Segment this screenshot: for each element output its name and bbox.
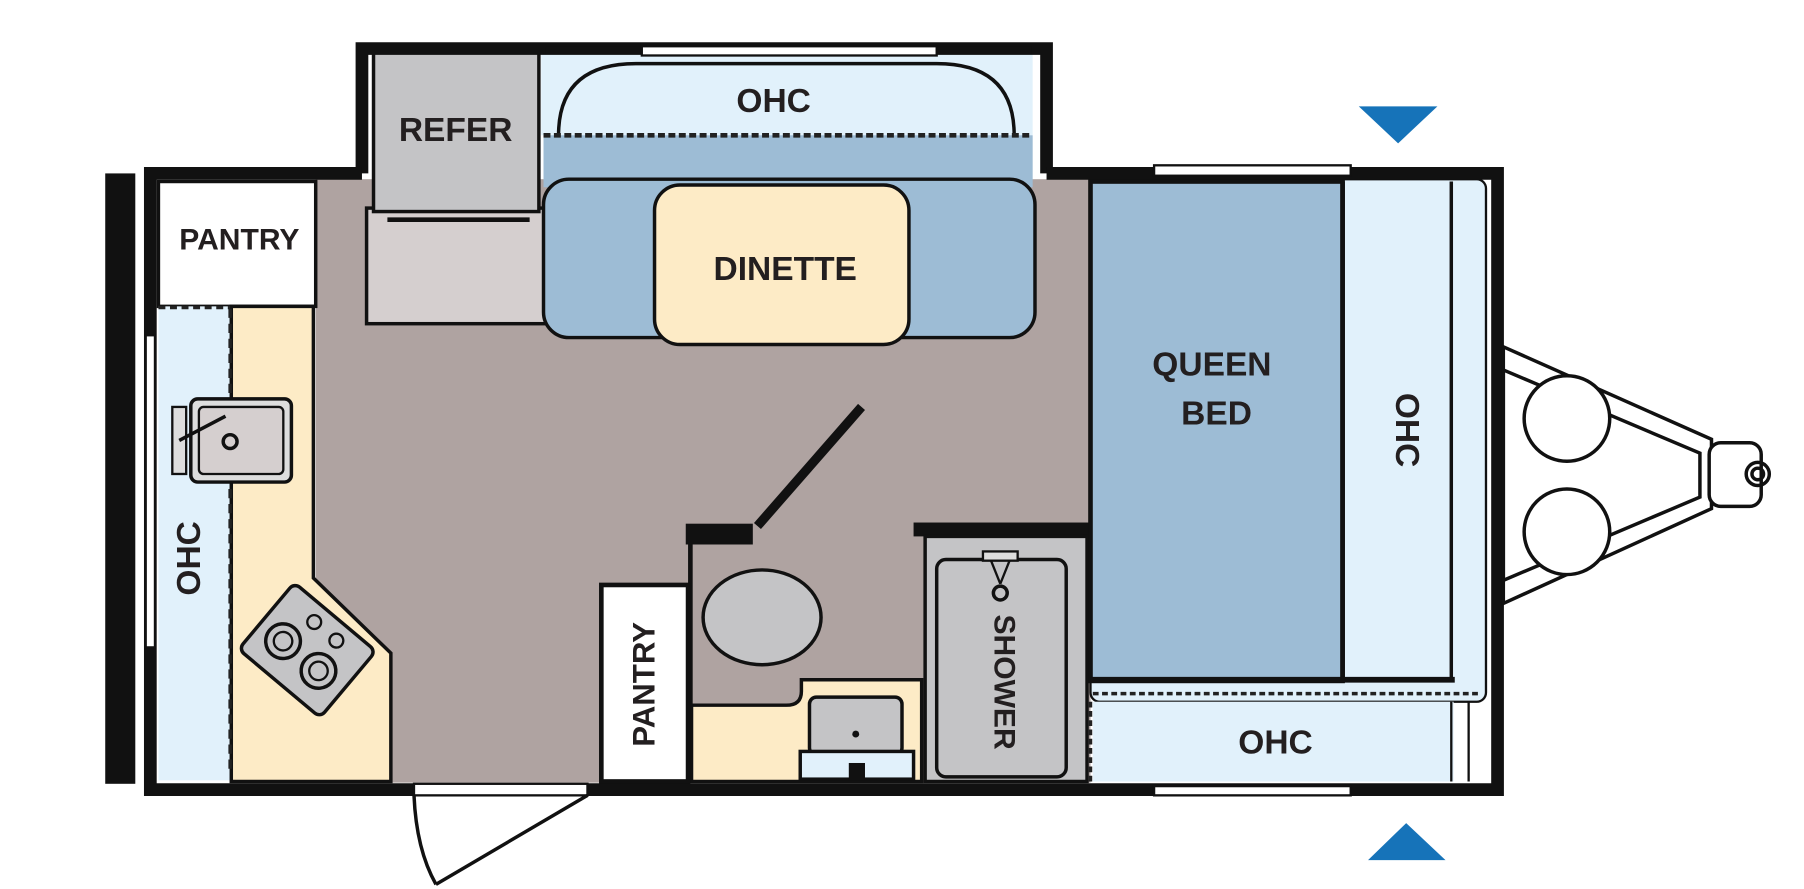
kitchen-sink-icon <box>171 397 294 484</box>
label-ohc-front: OHC <box>1388 393 1425 467</box>
entry-door[interactable] <box>412 782 589 886</box>
marker-triangle-up-icon <box>1368 823 1446 861</box>
queen-bed <box>1088 179 1345 684</box>
window <box>1152 784 1352 797</box>
refer-floor-area <box>364 206 548 326</box>
shower-head-icon <box>981 550 1019 602</box>
label-dinette: DINETTE <box>714 251 857 288</box>
label-queen: QUEEN <box>1152 347 1271 384</box>
propane-tank-icon <box>1522 373 1612 463</box>
marker-triangle-down-icon <box>1358 106 1438 144</box>
stove-icon <box>239 583 375 717</box>
label-ohc-bottom: OHC <box>1238 725 1312 762</box>
kitchen-ohc-area <box>158 306 233 781</box>
label-pantry-kitchen: PANTRY <box>179 224 299 257</box>
label-refer: REFER <box>399 112 513 149</box>
refrigerator <box>371 50 541 214</box>
toilet-icon <box>701 568 823 667</box>
kitchen-pantry <box>156 179 318 309</box>
label-shower: SHOWER <box>988 614 1021 749</box>
dinette-table <box>652 183 911 347</box>
window <box>640 45 938 57</box>
propane-tank-icon <box>1522 487 1612 577</box>
bath-sink-icon <box>798 695 916 781</box>
label-ohc-top: OHC <box>736 83 810 120</box>
shower-stall <box>923 534 1089 784</box>
label-pantry-bath: PANTRY <box>627 622 662 747</box>
window <box>144 334 157 649</box>
label-bed: BED <box>1181 395 1252 432</box>
bottom-ohc-area <box>1092 701 1454 782</box>
wall-bar <box>105 173 136 784</box>
window <box>1152 164 1352 177</box>
bath-door <box>753 403 866 530</box>
bath-pantry <box>599 582 691 784</box>
label-ohc-kitchen: OHC <box>171 521 208 595</box>
